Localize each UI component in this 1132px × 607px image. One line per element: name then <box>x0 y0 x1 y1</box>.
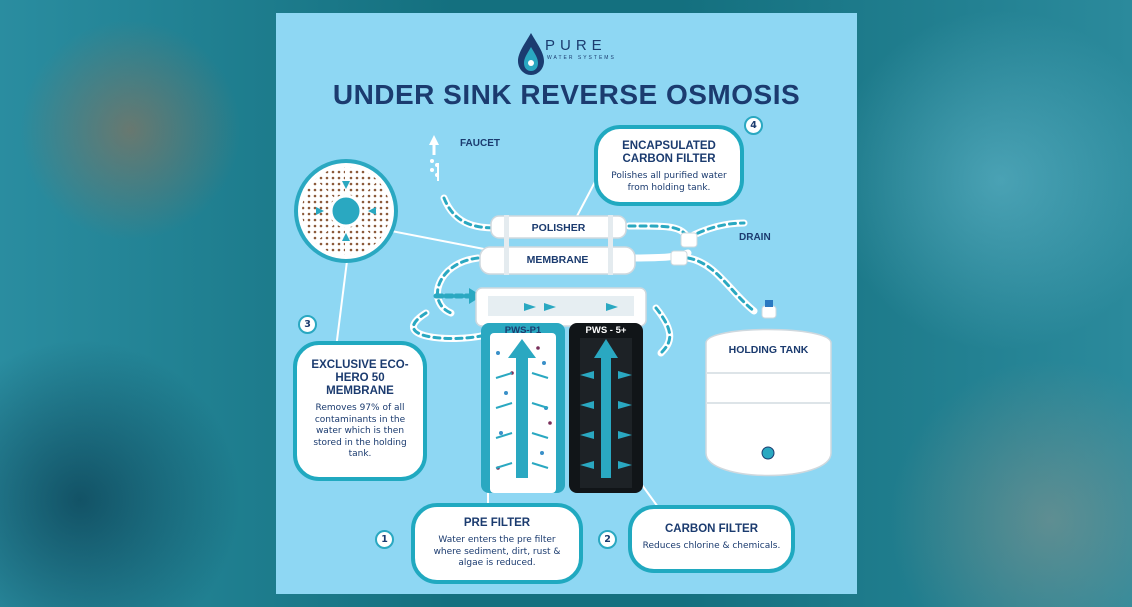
drain-label: DRAIN <box>739 232 771 243</box>
holding-tank-label: HOLDING TANK <box>728 344 809 356</box>
brand-subtitle: WATER SYSTEMS <box>547 55 616 61</box>
callout-eco-hero-membrane: EXCLUSIVE ECO-HERO 50 MEMBRANE Removes 9… <box>293 341 427 481</box>
callout-description: Polishes all purified water from holding… <box>611 171 727 193</box>
callout-title: CARBON FILTER <box>664 523 759 535</box>
callout-title: EXCLUSIVE ECO-HERO 50 MEMBRANE <box>311 359 409 397</box>
page-title: UNDER SINK REVERSE OSMOSIS <box>332 79 801 110</box>
callout-description: Removes 97% of all contaminants in the w… <box>313 403 407 459</box>
pws-5-label: PWS - 5+ <box>585 325 627 336</box>
infographic-panel: PURE WATER SYSTEMS UNDER SINK REVERSE OS… <box>276 13 857 594</box>
callout-title: PRE FILTER <box>463 517 531 529</box>
callout-pre-filter: PRE FILTER Water enters the pre filter w… <box>411 503 583 584</box>
brand-logo-icon <box>518 33 544 75</box>
pre-filter-cartridge <box>481 323 565 493</box>
callout-description: Water enters the pre filter where sedime… <box>433 535 561 568</box>
step-number-1: 1 <box>375 530 394 549</box>
step-number-4: 4 <box>744 116 763 135</box>
brand-name: PURE <box>545 37 607 54</box>
faucet-icon <box>429 135 439 181</box>
membrane-cross-section-icon <box>294 159 398 263</box>
step-number-2: 2 <box>598 530 617 549</box>
callout-title: ENCAPSULATED CARBON FILTER <box>622 140 716 165</box>
faucet-label: FAUCET <box>460 138 500 149</box>
diagram-drawing <box>294 33 832 519</box>
callout-carbon-filter: CARBON FILTER Reduces chlorine & chemica… <box>628 505 795 573</box>
pws-p1-label: PWS-P1 <box>504 325 542 336</box>
step-number-3: 3 <box>298 315 317 334</box>
membrane-label: MEMBRANE <box>526 254 589 266</box>
carbon-filter-cartridge <box>569 323 643 493</box>
callout-description: Reduces chlorine & chemicals. <box>642 541 781 551</box>
holding-tank-illustration <box>705 300 832 477</box>
callout-encapsulated-carbon-filter: ENCAPSULATED CARBON FILTER Polishes all … <box>594 125 744 206</box>
polisher-label: POLISHER <box>531 222 586 234</box>
